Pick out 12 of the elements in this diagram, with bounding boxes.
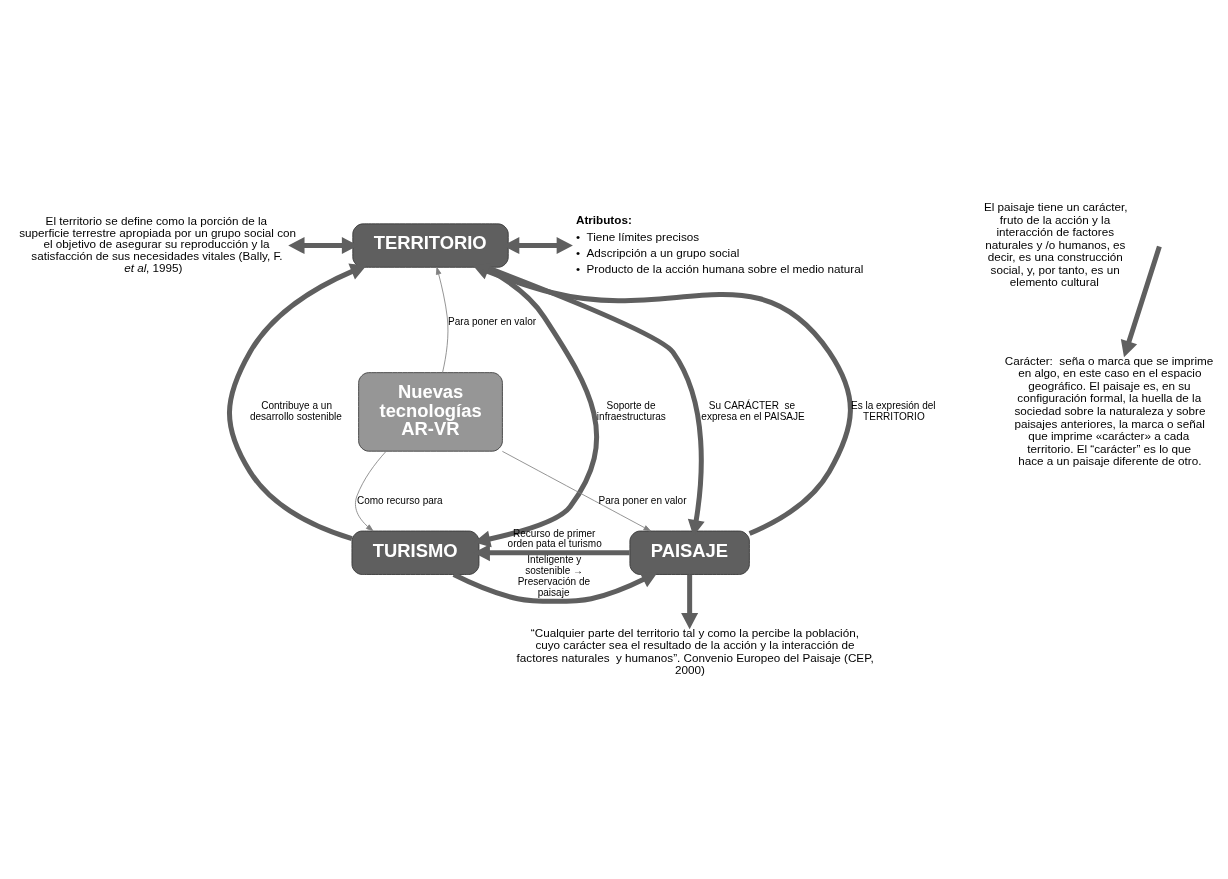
edge-label: Contribuye a un desarrollo sostenible: [249, 400, 342, 422]
label: El paisaje tiene un carácter, fruto de la acción y la interacción de factores naturales y /o humanos, es decir, es una construcción social, y, por tanto, es un elemento cultural: [983, 200, 1128, 289]
node-text: Carácter: seña o marca que se imprime en algo, en este caso en el espacio geográfico. El paisaje es, en su configuración formal, la huella de la sociedad sobre la naturaleza y sobre paisajes anteriores, la marca o señal que imprime «carácter» a cada territorio. El “carácter” es lo que hace a un paisaje diferente de otro.: [1004, 353, 1214, 468]
edge-label: Su CARÁCTER se expresa en el PAISAJE: [701, 400, 805, 422]
edge-label: Soporte de infraestructuras: [596, 400, 666, 422]
edge-label: Como recurso para: [356, 494, 443, 506]
node-text: “Cualquier parte del territorio tal y como la percibe la población, cuyo carácter sea el resultado de la acción y la interacción de factores naturales y humanos”. Convenio Europeo del Paisaje (CEP, 2000): [516, 625, 874, 677]
node-text: El territorio se define como la porción de la superficie terrestre apropiada por un grupo social con el objetivo de asegurar su reproducción y la satisfacción de sus necesidades vitales (Bally, F. et al, 1995): [19, 213, 297, 274]
edge-label: Para poner en valor: [598, 494, 687, 506]
edge-label: Inteligente y sostenible → Preservación de paisaje: [517, 554, 591, 598]
node-text: Atributos: • Tiene límites precisos • Adscripción a un grupo social • Producto de la acción humana sobre el medio natural: [575, 213, 864, 275]
edge-label: Para poner en valor: [448, 316, 537, 328]
